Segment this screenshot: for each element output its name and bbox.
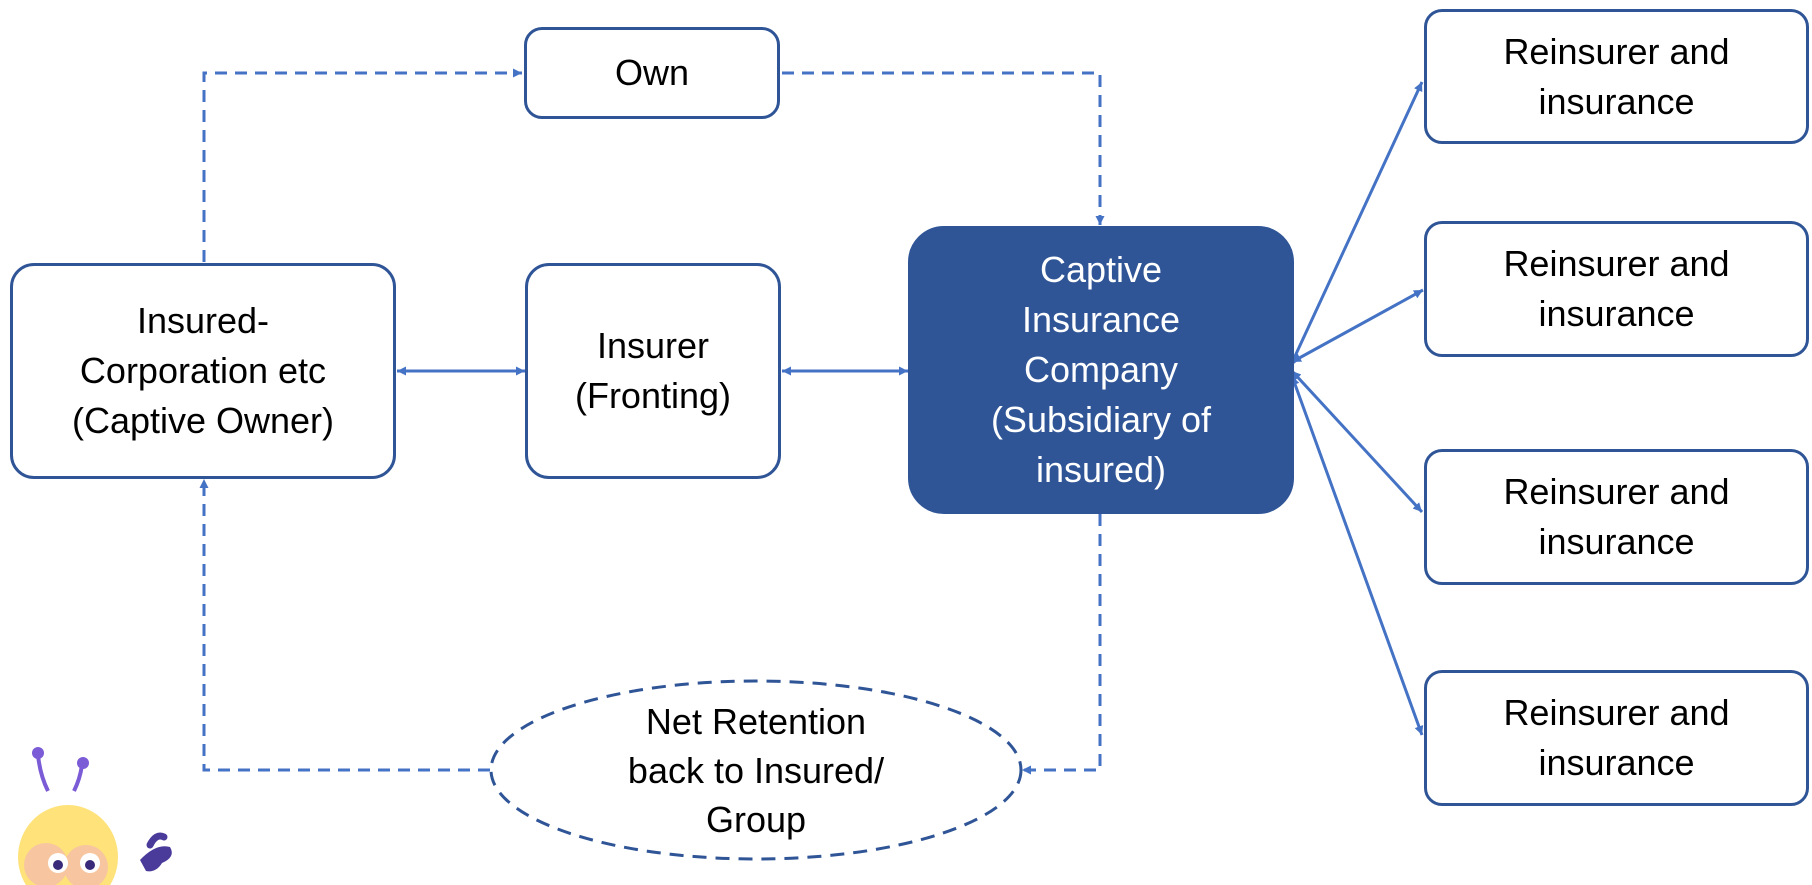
reinsurer-box-3: Reinsurer and insurance [1424,449,1809,585]
reinsurer-label-3: Reinsurer and insurance [1503,471,1730,562]
insured-owner-box: Insured- Corporation etc (Captive Owner) [10,263,396,479]
own-box: Own [524,27,780,119]
fronting-insurer-box: Insurer (Fronting) [525,263,781,479]
dashed-arrow-captive-to-net-retention [1022,514,1102,775]
captive-insurance-company-label: Captive Insurance Company (Subsidiary of… [990,249,1212,490]
net-retention-oval [489,679,1023,861]
double-arrow-captive-reinsurer-4 [1290,375,1424,736]
double-arrow-captive-reinsurer-1 [1288,81,1424,368]
dashed-arrow-owner-to-own [202,68,522,262]
reinsurer-label-4: Reinsurer and insurance [1503,692,1730,783]
insured-owner-label: Insured- Corporation etc (Captive Owner) [71,300,335,441]
reinsurer-box-1: Reinsurer and insurance [1424,9,1809,144]
mascot-illustration [18,747,172,885]
double-arrow-captive-reinsurer-2 [1291,288,1424,364]
reinsurer-label-1: Reinsurer and insurance [1503,30,1730,122]
net-retention-label: Net Retention back to Insured/ Group [627,701,885,840]
diagram-connectors [199,68,1424,861]
dashed-arrow-net-retention-to-owner [199,479,490,772]
dashed-arrow-own-to-captive [782,71,1105,225]
captive-insurance-company-box: Captive Insurance Company (Subsidiary of… [908,226,1294,514]
reinsurer-box-2: Reinsurer and insurance [1424,221,1809,357]
fronting-insurer-label: Insurer (Fronting) [574,325,732,416]
own-label: Own [614,52,690,93]
double-arrow-captive-reinsurer-3 [1290,369,1424,514]
reinsurer-label-2: Reinsurer and insurance [1503,243,1730,334]
reinsurer-box-4: Reinsurer and insurance [1424,670,1809,806]
